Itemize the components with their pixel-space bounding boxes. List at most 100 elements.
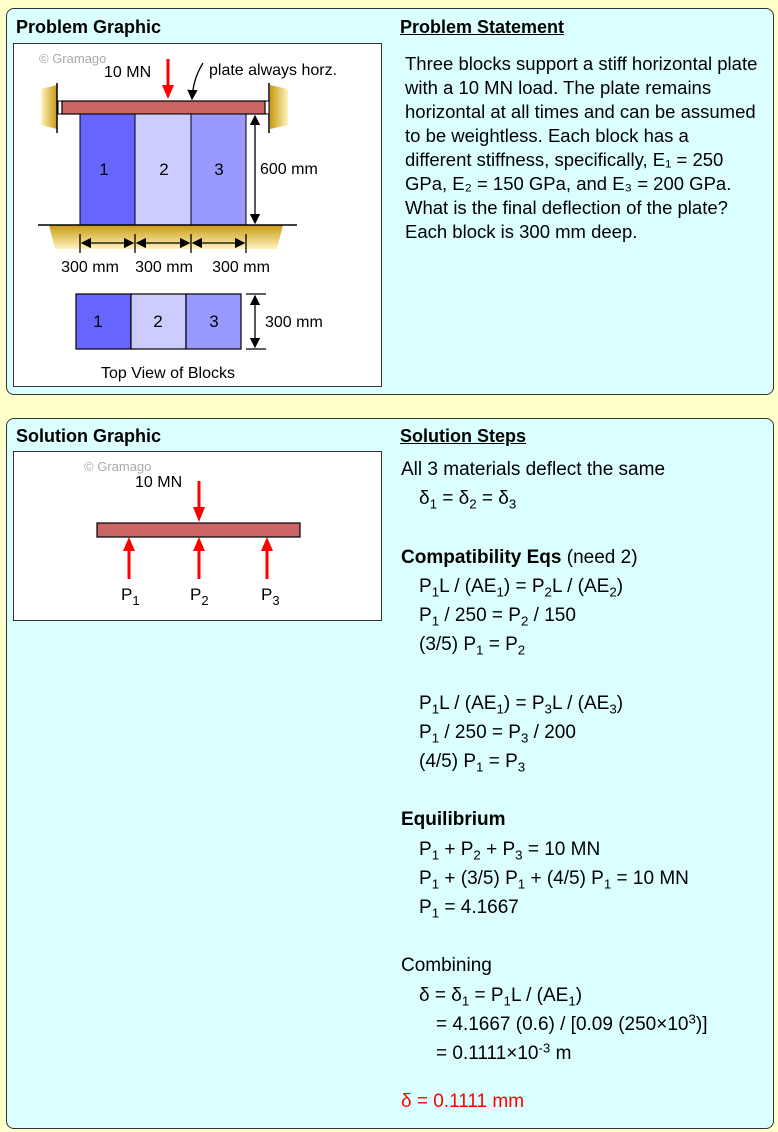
watermark: © Gramago (84, 459, 151, 474)
step-text: 1 (517, 876, 526, 892)
top-view-block-1 (75, 293, 132, 350)
step-text: = δ (436, 488, 470, 510)
step-text: 1 (476, 642, 484, 658)
depth-dimension (246, 293, 266, 350)
step-text: 1 (431, 905, 440, 921)
solution-step-line (401, 513, 707, 542)
step-text: 3 (517, 759, 526, 775)
step-text: m (550, 1043, 572, 1065)
step-text: δ (419, 488, 430, 510)
solution-step-line: P1L / (AE1) = P3L / (AE3) (401, 689, 707, 718)
step-text: ) (616, 575, 624, 597)
load-label: 10 MN (135, 474, 182, 491)
step-text: 2 (609, 584, 617, 600)
step-text: ) = P (503, 692, 545, 714)
step-text: 1 (431, 701, 440, 717)
ground (49, 225, 283, 249)
width-label-1: 300 mm (61, 259, 119, 276)
step-text: = 10 MN (611, 867, 689, 889)
reaction-label-3: P3 (261, 585, 280, 608)
reaction-arrow-1 (123, 537, 135, 579)
solution-step-line: = 4.1667 (0.6) / [0.09 (250×103)] (401, 1010, 707, 1039)
step-text: 1 (431, 613, 440, 629)
step-text: ) (575, 984, 583, 1006)
step-text: 1 (568, 993, 576, 1009)
step-text: 1 (431, 584, 440, 600)
solution-step-line: (3/5) P1 = P2 (401, 630, 707, 659)
step-text: = δ (476, 488, 509, 510)
step-text: = P (469, 984, 504, 1006)
block-label-3: 3 (214, 160, 223, 179)
step-text: -3 (538, 1040, 551, 1056)
step-text: + P (480, 838, 516, 860)
solution-steps-heading: Solution Steps (400, 426, 526, 446)
step-text: (need 2) (561, 546, 638, 568)
step-text: P (419, 575, 432, 597)
block-label-1: 1 (99, 160, 108, 179)
step-text: 1 (503, 993, 511, 1009)
problem-statement-text: Three blocks support a stiff horizontal … (405, 53, 758, 242)
final-answer: δ = 0.1111 mm (401, 1087, 707, 1116)
top-view-block-3 (185, 293, 242, 350)
block-label-2: 2 (159, 160, 168, 179)
reaction-label-1: P1 (121, 585, 140, 608)
step-text: (4/5) P (419, 751, 477, 773)
solution-step-line (401, 776, 707, 805)
solution-step-line (401, 659, 707, 688)
step-text: P (419, 867, 432, 889)
load-label: 10 MN (104, 64, 151, 81)
step-text: 3 (544, 701, 552, 717)
step-text: = 10 MN (522, 838, 601, 860)
step-text: / 250 = P (439, 605, 521, 627)
solution-step-line: P1 / 250 = P3 / 200 (401, 718, 707, 747)
solution-step-line: δ1 = δ2 = δ3 (401, 484, 707, 513)
step-text: L / (AE (439, 575, 497, 597)
plate-note: plate always horz. (209, 62, 337, 79)
step-text: / 150 (528, 605, 576, 627)
step-text: Combining (401, 955, 492, 977)
problem-graphic-heading: Problem Graphic (16, 17, 162, 37)
step-text: 3 (508, 496, 517, 512)
plate (61, 100, 266, 115)
step-text: 3 (609, 701, 617, 717)
step-text: P (419, 897, 432, 919)
step-text: 3 (520, 730, 529, 746)
top-view-block-2 (130, 293, 187, 350)
width-dimension (79, 234, 247, 253)
step-text: = P (483, 634, 518, 656)
step-text: All 3 materials deflect the same (401, 459, 666, 480)
step-text: 2 (520, 613, 529, 629)
solution-step-line: P1 = 4.1667 (401, 893, 707, 922)
depth-label: 300 mm (265, 314, 323, 331)
step-text: 2 (469, 496, 477, 512)
width-label-3: 300 mm (212, 259, 270, 276)
step-text: 1 (603, 876, 612, 892)
solution-step-line: δ = δ1 = P1L / (AE1) (401, 981, 707, 1010)
step-text: )] (695, 1013, 708, 1035)
solution-step-line: = 0.1111×10-3 m (401, 1039, 707, 1068)
step-text: 1 (429, 496, 437, 512)
solution-step-line (401, 922, 707, 951)
solution-step-line: P1 / 250 = P2 / 150 (401, 601, 707, 630)
solution-step-line: Equilibrium (401, 805, 707, 834)
step-text: Compatibility Eqs (401, 546, 562, 568)
step-text: / 200 (528, 721, 576, 743)
note-pointer (187, 62, 204, 101)
step-text: 2 (544, 584, 552, 600)
width-label-2: 300 mm (135, 259, 193, 276)
step-text: P (419, 838, 432, 860)
step-text: = P (483, 751, 518, 773)
step-text: 1 (496, 584, 504, 600)
height-label: 600 mm (260, 161, 318, 178)
step-text: P (419, 692, 432, 714)
top-view-caption: Top View of Blocks (101, 365, 235, 382)
watermark: © Gramago (39, 51, 106, 66)
solution-graphic: © Gramago 10 MN P1 P2 P3 (13, 451, 382, 621)
step-text: 3 (515, 847, 523, 863)
reaction-arrow-2 (193, 537, 205, 579)
step-text: 2 (473, 847, 481, 863)
block-3 (190, 113, 247, 226)
solution-graphic-heading: Solution Graphic (16, 426, 162, 446)
step-text: P (419, 721, 432, 743)
